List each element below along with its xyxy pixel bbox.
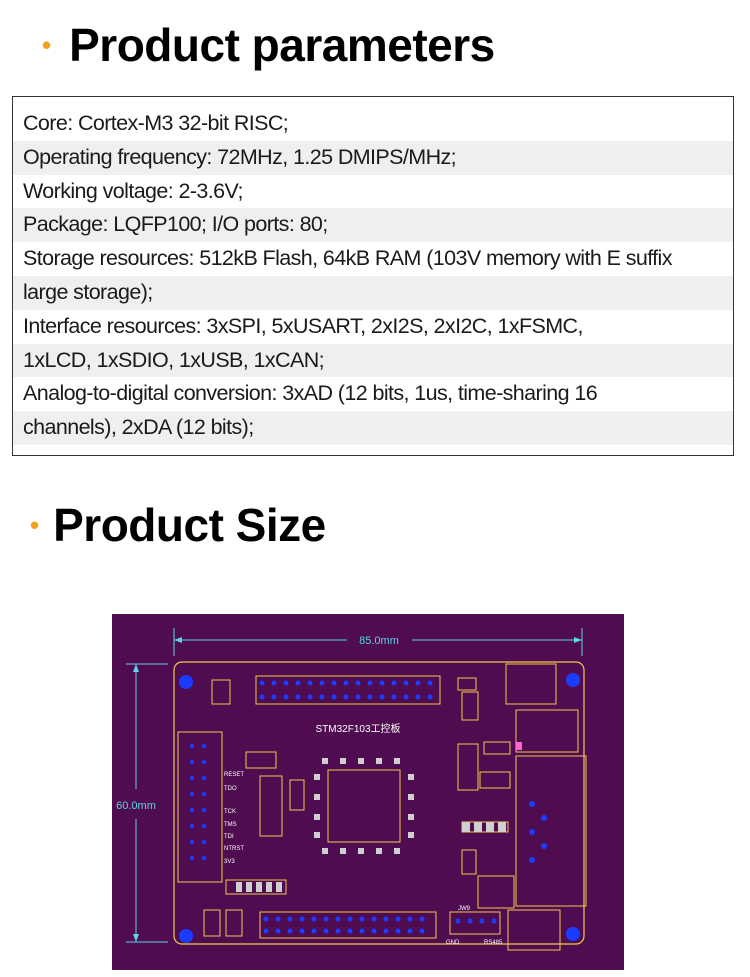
pin-label: TDO [224, 786, 237, 792]
bullet-dot-icon: • [42, 30, 52, 60]
pin-label: RESET [224, 772, 244, 778]
mcu-chip-pads [236, 758, 506, 892]
param-line: Operating frequency: 72MHz, 1.25 DMIPS/M… [13, 140, 733, 175]
parameters-table: Core: Cortex-M3 32-bit RISC; Operating f… [12, 96, 734, 456]
product-size-heading: • Product Size [30, 498, 326, 552]
board-name-label: STM32F103工控板 [315, 722, 400, 735]
param-line: Analog-to-digital conversion: 3xAD (12 b… [23, 381, 598, 406]
param-line: large storage); [13, 275, 733, 310]
mount-holes [179, 673, 580, 943]
pin-label: TMS [224, 822, 237, 828]
pin-label: TCK [224, 809, 236, 815]
param-line: 1xLCD, 1xSDIO, 1xUSB, 1xCAN; [13, 343, 733, 378]
param-line: Interface resources: 3xSPI, 5xUSART, 2xI… [23, 313, 583, 338]
pcb-dimension-image: 85.0mm 60.0mm [112, 614, 624, 970]
pin-label: TDI [224, 834, 234, 840]
pin-label: 3V3 [224, 859, 235, 865]
param-line: channels), 2xDA (12 bits); [13, 411, 733, 445]
product-parameters-heading: • Product parameters [42, 18, 495, 72]
board-outline [173, 661, 585, 945]
pin-label: GND [446, 940, 460, 946]
param-line: Package: LQFP100; I/O ports: 80; [13, 208, 733, 243]
pin-label: JW9 [458, 906, 471, 912]
height-dimension-label: 60.0mm [116, 800, 156, 812]
section-title: Product Size [53, 499, 326, 551]
pin-label: NTRST [224, 846, 244, 852]
width-dimension-label: 85.0mm [359, 635, 399, 647]
header-pads [189, 680, 547, 934]
bullet-dot-icon: • [30, 510, 40, 540]
param-line: Working voltage: 2-3.6V; [23, 178, 243, 203]
pin-label: RS485 [484, 940, 503, 946]
section-title: Product parameters [69, 19, 495, 71]
param-line: Core: Cortex-M3 32-bit RISC; [23, 111, 289, 135]
param-line: Storage resources: 512kB Flash, 64kB RAM… [23, 246, 672, 271]
